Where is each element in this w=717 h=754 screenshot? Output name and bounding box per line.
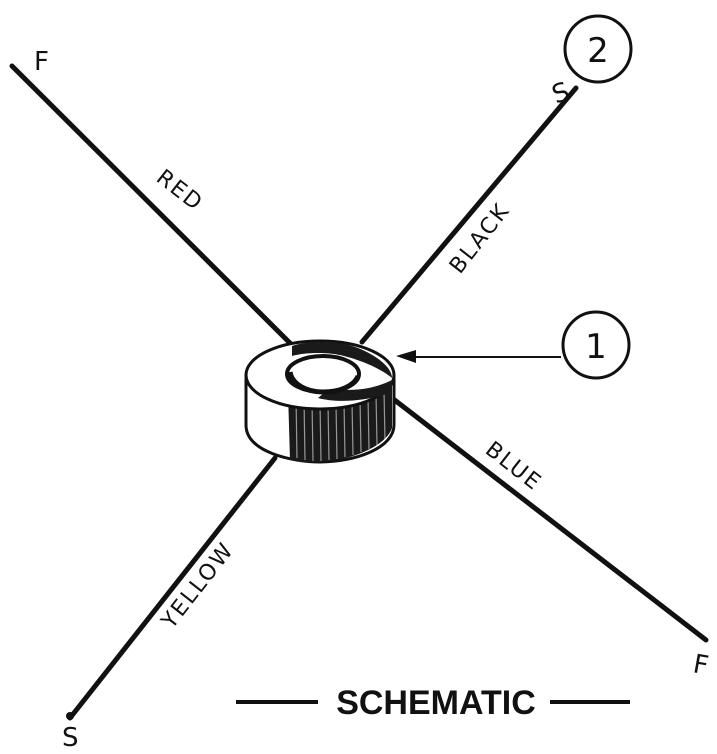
callout-1-circle (561, 310, 631, 380)
callout-1-number: 1 (585, 327, 607, 367)
callout-2-number: 2 (587, 31, 609, 71)
blue-lead-label: BLUE (480, 437, 546, 496)
callout-2-circle (563, 14, 633, 84)
blue-lead-end: F (691, 649, 711, 681)
red-lead-label: RED (151, 165, 207, 217)
yellow-lead-tip (66, 712, 74, 720)
black-lead-label: BLACK (445, 198, 515, 278)
yellow-lead-wire (67, 455, 278, 721)
red-lead-end: F (34, 47, 49, 77)
blue-lead-wire (389, 395, 709, 643)
schematic-title: SCHEMATIC (336, 684, 536, 722)
toroid-core (244, 339, 396, 464)
yellow-lead-end: S (62, 723, 79, 749)
black-lead-wire (359, 85, 579, 345)
callout-1-arrowhead (396, 350, 416, 363)
red-lead-wire (9, 63, 308, 361)
